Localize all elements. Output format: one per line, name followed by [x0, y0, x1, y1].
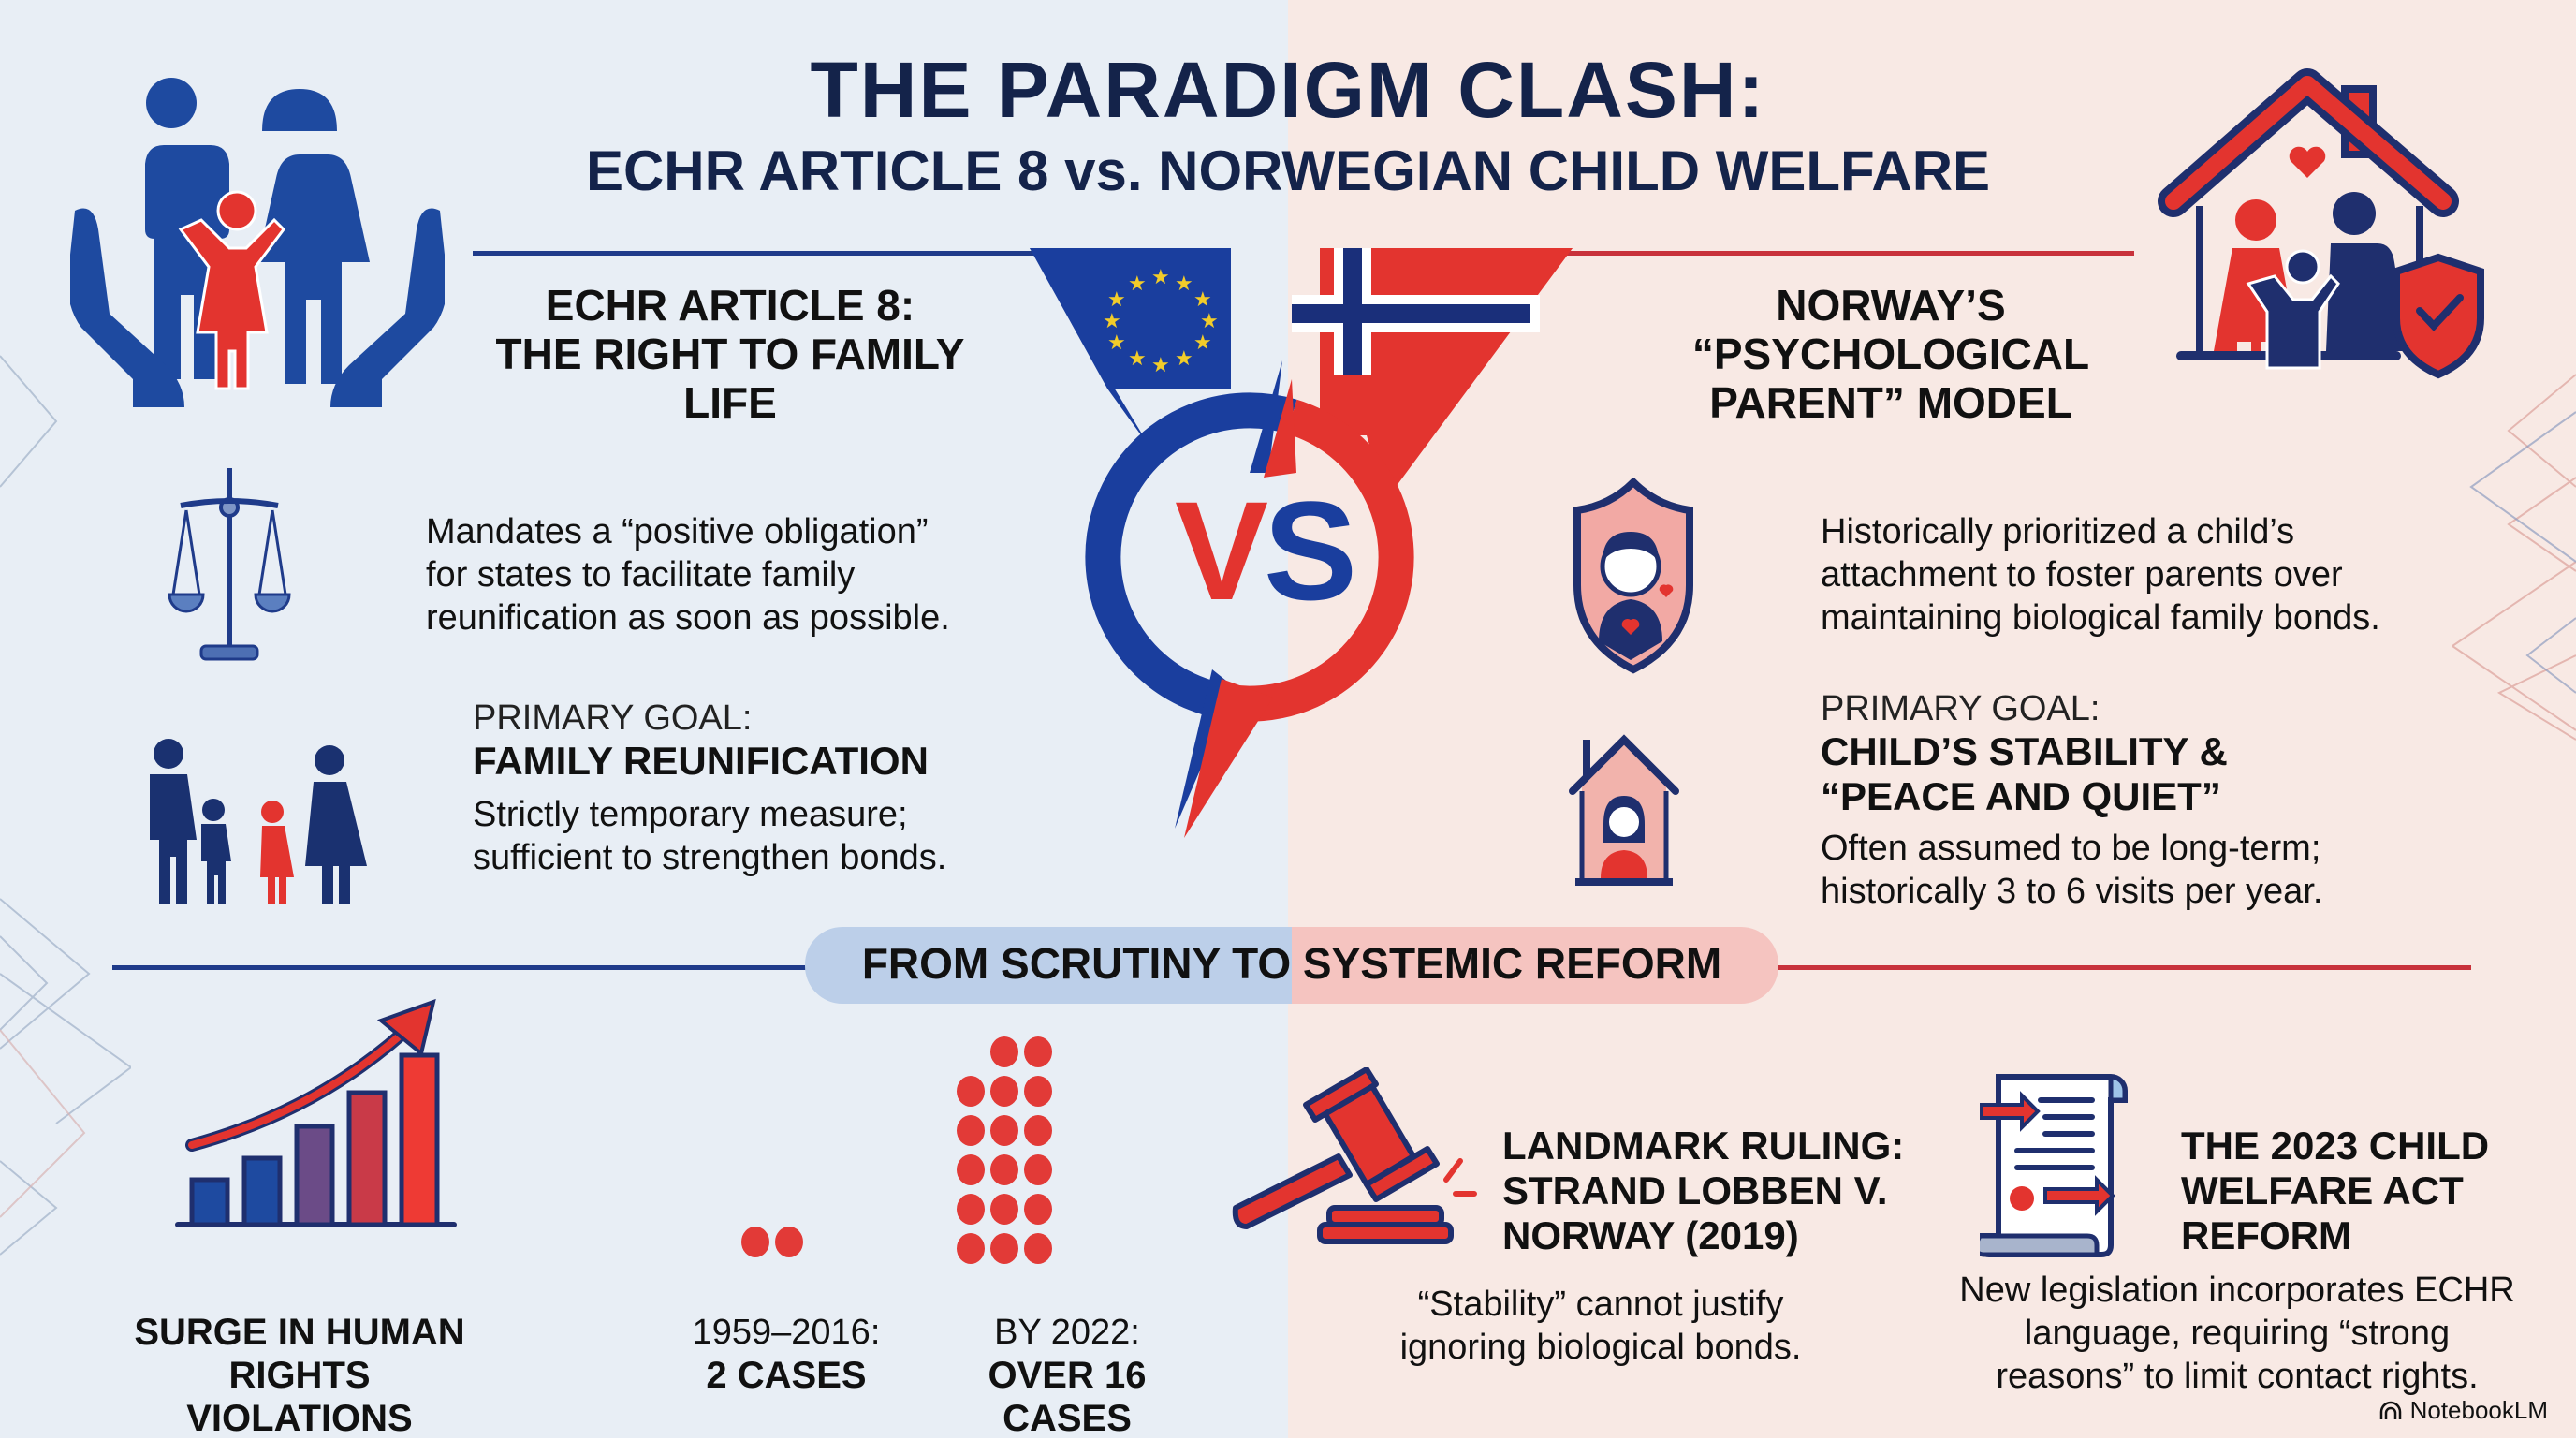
case-dot [957, 1115, 985, 1146]
goal-label: PRIMARY GOAL: [1821, 689, 2100, 728]
svg-text:★: ★ [1103, 309, 1121, 332]
svg-text:★: ★ [1151, 265, 1170, 288]
notebooklm-brand: NotebookLM [2378, 1396, 2548, 1425]
family-holding-hands-icon [150, 739, 367, 904]
left-goal-block: PRIMARY GOAL: FAMILY REUNIFICATION Stric… [473, 698, 997, 879]
left-point1-text: Mandates a “positive obligation” for sta… [426, 512, 950, 638]
right-goal-block: PRIMARY GOAL: CHILD’S STABILITY & “PEACE… [1821, 688, 2420, 913]
case-dot [957, 1194, 985, 1225]
right-header-rule [1535, 251, 2134, 256]
case-dot [990, 1076, 1018, 1107]
goal-label: PRIMARY GOAL: [473, 698, 753, 738]
right-point1-text: Historically prioritized a child’s attac… [1821, 512, 2380, 638]
rising-bar-chart-icon [175, 998, 457, 1227]
surge-caption: SURGE IN HUMAN RIGHTS VIOLATIONS [134, 1312, 465, 1439]
eu-stars-icon: ★★★ ★★ ★★ ★★ ★★★ [1103, 265, 1219, 376]
house-family-shield-icon [2158, 68, 2484, 379]
svg-text:★: ★ [1200, 309, 1219, 332]
case-dot [1024, 1115, 1052, 1146]
child-shield-icon [1573, 478, 1693, 674]
left-column-heading: ECHR ARTICLE 8: THE RIGHT TO FAMILY LIFE [495, 281, 965, 427]
ruling-title: LANDMARK RULING: STRAND LOBBEN V. NORWAY… [1502, 1124, 1905, 1257]
cases-dot-chart [655, 1011, 1236, 1292]
svg-text:★: ★ [1175, 346, 1193, 370]
case-dot [990, 1154, 1018, 1185]
notebooklm-logo-icon [2379, 1401, 2401, 1419]
case-dot [741, 1227, 769, 1257]
vs-s-letter: S [1264, 472, 1357, 629]
page-title: THE PARADIGM CLASH: [810, 46, 1766, 134]
gavel-icon [1232, 1067, 1477, 1244]
right-diamond-decoration [2452, 374, 2576, 741]
case-dot [990, 1036, 1018, 1067]
section-label: FROM SCRUTINY TO SYSTEMIC REFORM [861, 939, 1722, 988]
svg-text:★: ★ [1175, 272, 1193, 295]
family-in-hands-icon [70, 78, 445, 407]
ruling-text: “Stability” cannot justify ignoring biol… [1399, 1285, 1802, 1367]
scales-of-justice-icon [168, 468, 291, 661]
svg-text:★: ★ [1193, 331, 1212, 354]
case-dot [990, 1115, 1018, 1146]
section-pill [805, 927, 1778, 1004]
case-dot [1024, 1233, 1052, 1264]
goal-value: FAMILY REUNIFICATION [473, 739, 929, 783]
reform-text: New legislation incorporates ECHR langua… [1959, 1271, 2515, 1396]
case-dot [957, 1076, 985, 1107]
right-column-heading: NORWAY’S “PSYCHOLOGICAL PARENT” MODEL [1691, 281, 2090, 427]
cases-after-caption: BY 2022: OVER 16 CASES [988, 1313, 1147, 1439]
svg-text:★: ★ [1128, 346, 1147, 370]
case-dot [1024, 1154, 1052, 1185]
left-header-rule [473, 251, 1128, 256]
reform-title: THE 2023 CHILD WELFARE ACT REFORM [2181, 1124, 2490, 1257]
cases-before-caption: 1959–2016: 2 CASES [692, 1313, 881, 1396]
svg-text:★: ★ [1107, 331, 1126, 354]
section-rule-right [1760, 965, 2471, 970]
case-dot [1024, 1194, 1052, 1225]
left-diamond-decoration [0, 355, 131, 1256]
svg-text:★: ★ [1193, 287, 1212, 311]
case-dot [990, 1194, 1018, 1225]
legal-scroll-icon [1980, 1074, 2128, 1257]
case-dot [775, 1227, 803, 1257]
case-dot [1024, 1036, 1052, 1067]
svg-text:★: ★ [1128, 272, 1147, 295]
svg-text:★: ★ [1107, 287, 1126, 311]
vs-v-letter: V [1175, 472, 1268, 629]
section-rule-left [112, 965, 824, 970]
right-background [1288, 0, 2576, 1438]
svg-text:★: ★ [1151, 353, 1170, 376]
child-in-house-icon [1569, 734, 1679, 886]
case-dot [1024, 1076, 1052, 1107]
case-dot [990, 1233, 1018, 1264]
case-dot [957, 1154, 985, 1185]
case-dot [957, 1233, 985, 1264]
page-subtitle: ECHR ARTICLE 8 vs. NORWEGIAN CHILD WELFA… [585, 140, 1991, 202]
vs-emblem: ★★★ ★★ ★★ ★★ ★★★ V S [1030, 248, 1573, 838]
